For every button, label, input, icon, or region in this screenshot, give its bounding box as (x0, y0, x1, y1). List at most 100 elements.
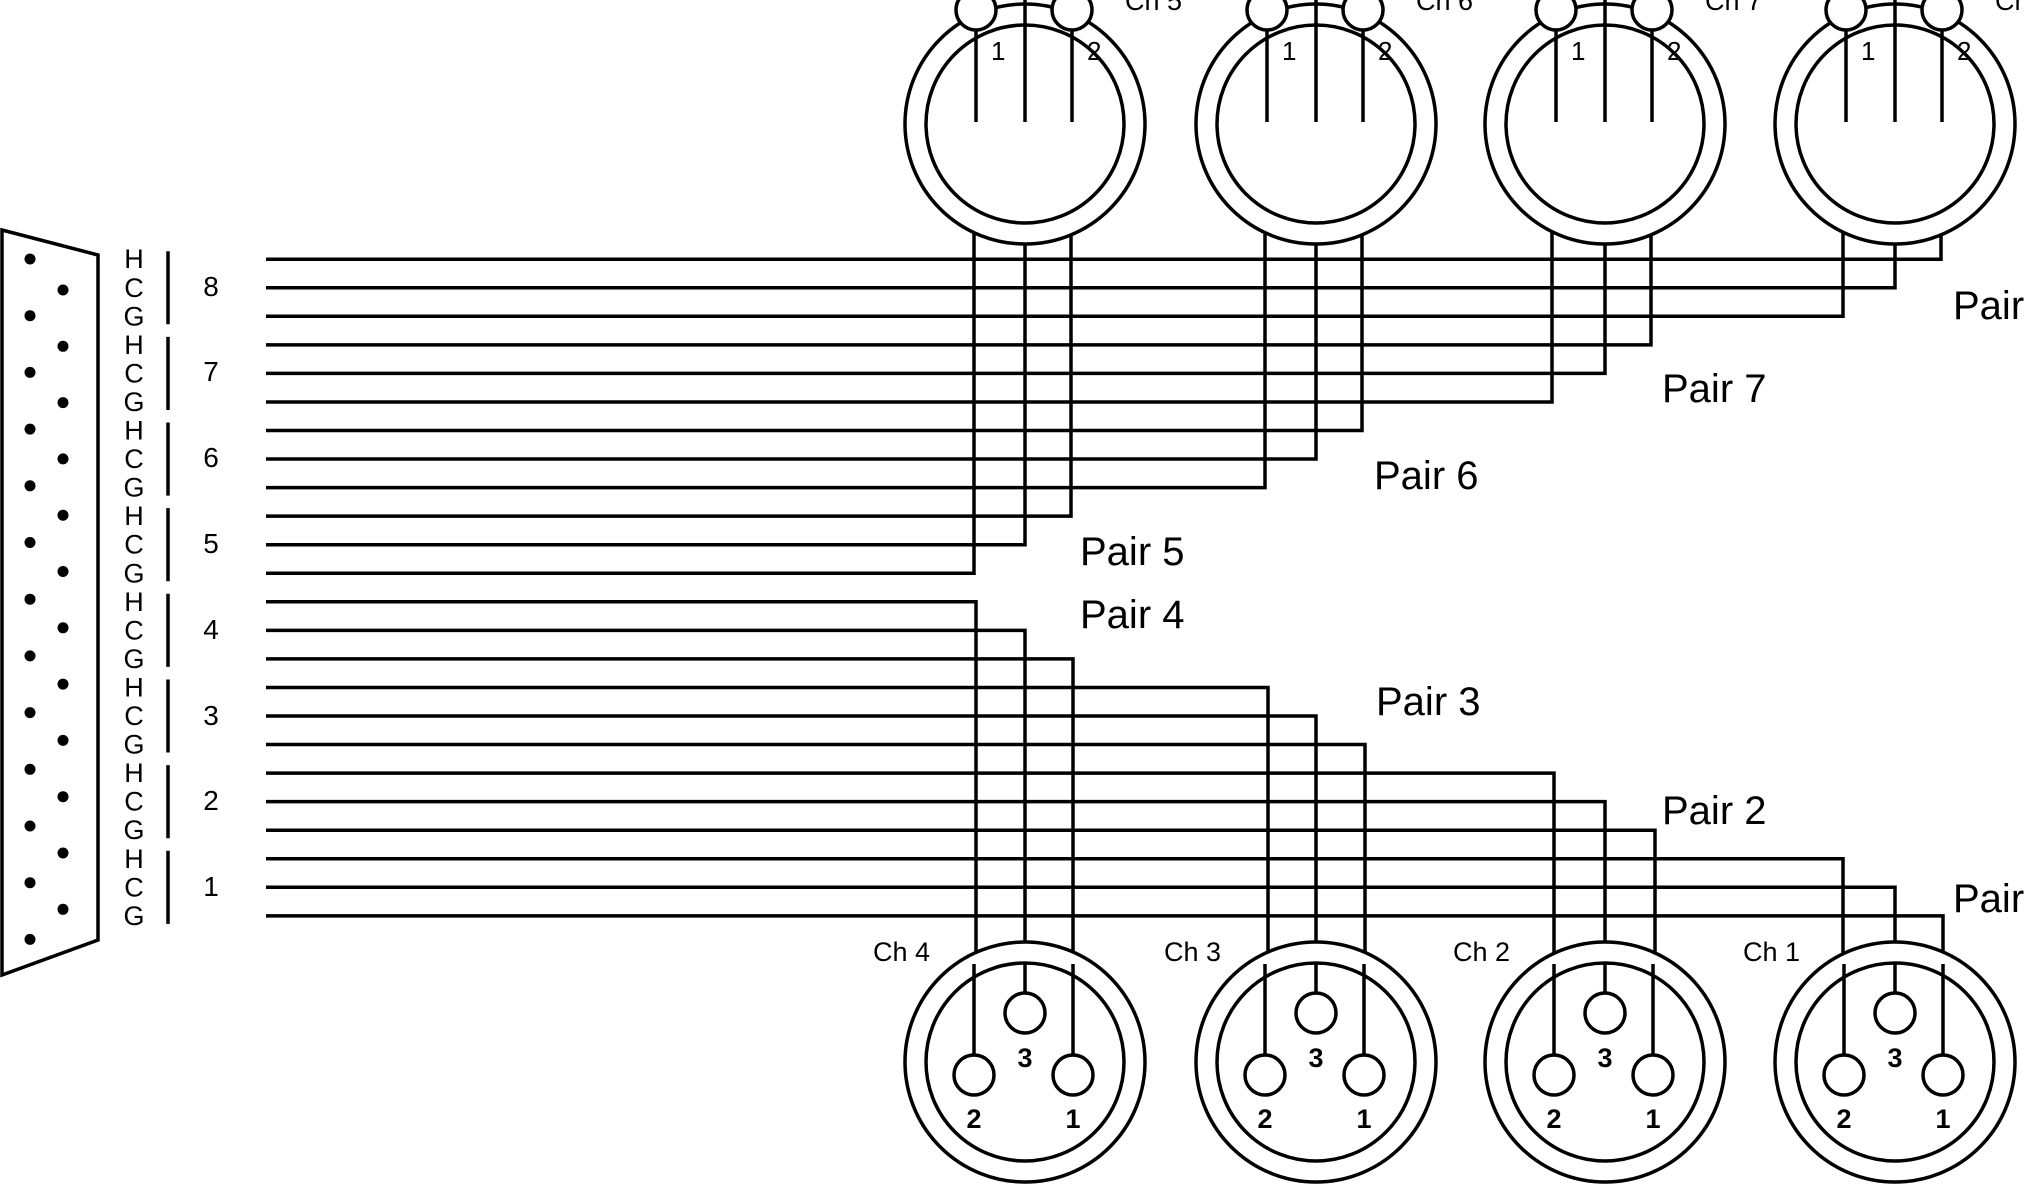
xlr-pin-2 (1341, 0, 1385, 32)
top-xlr-connector: 1 2 3 Ch 7 (1483, 0, 1762, 246)
hcg-letter: C (124, 530, 144, 560)
db25-pin (57, 566, 69, 577)
top-xlr-connector: 123Ch 6 (1194, 0, 1473, 246)
hcg-letter: G (123, 815, 144, 845)
pin-number: 2 (1087, 36, 1101, 66)
channel-label: Ch 8 (1995, 0, 2025, 16)
pair-label-5: Pair 5 (1080, 530, 1185, 574)
db25-pin (24, 480, 36, 492)
pair-number-column: 8 7 6 5 4 3 2 1 (203, 271, 219, 902)
wire (266, 142, 976, 575)
pair-number-1: 1 (203, 871, 219, 902)
pair-label-2: Pair 2 (1662, 789, 1767, 833)
hcg-letter: G (123, 730, 144, 760)
db25-pin (24, 537, 36, 548)
db25-pin (57, 453, 69, 465)
pin-number: 3 (1033, 0, 1047, 4)
pin-number: 2 (1546, 1104, 1561, 1134)
channel-label: Ch 3 (1164, 937, 1221, 967)
db25-pin (57, 622, 69, 634)
wire (266, 142, 1318, 461)
pin-number: 3 (1324, 0, 1338, 4)
top-xlr-connectors: 123Ch 5123Ch 6123Ch 7123Ch 8 (903, 0, 2025, 246)
pin-number: 1 (1645, 1104, 1660, 1134)
hcg-letter: C (124, 358, 144, 388)
db25-pin (57, 284, 69, 296)
channel-label: Ch 7 (1705, 0, 1762, 16)
xlr-pin-1 (1631, 1053, 1675, 1097)
hcg-letter: G (123, 301, 144, 331)
pair-number-2: 2 (203, 785, 219, 816)
pin-number: 3 (1017, 1043, 1032, 1073)
xlr-pin-3 (1003, 991, 1047, 1035)
channel-label: Ch 6 (1416, 0, 1473, 16)
hcg-letter: G (123, 901, 144, 931)
pin-number: 1 (1282, 36, 1296, 66)
pin-number: 1 (1571, 36, 1585, 66)
db25-pin (24, 310, 36, 322)
pair-label-3: Pair 3 (1376, 680, 1481, 724)
wire (266, 142, 1027, 547)
hcg-letter: H (124, 501, 144, 531)
hcg-letter: H (124, 587, 144, 617)
pin-number: 2 (1957, 36, 1971, 66)
xlr-pin-2 (1920, 0, 1964, 32)
pin-number: 2 (966, 1104, 981, 1134)
top-xlr-connector: 1 2 3 Ch 8 (1773, 0, 2025, 246)
hcg-letter: C (124, 787, 144, 817)
pair-label-group: Pair 8 Pair 7 Pair 6 Pair 5 Pair 4 Pair … (1080, 284, 2025, 921)
hcg-letter: C (124, 701, 144, 731)
db25-pin (57, 734, 69, 746)
hcg-letter: H (124, 244, 144, 274)
hcg-letter: C (124, 273, 144, 303)
hcg-letter: G (123, 387, 144, 417)
xlr-pin-1 (1051, 1053, 1095, 1097)
hcg-letter: G (123, 558, 144, 588)
pin-number: 1 (991, 36, 1005, 66)
wire (266, 142, 1073, 518)
pair-label-6: Pair 6 (1374, 454, 1479, 498)
wire (266, 714, 1318, 1160)
db25-pin (24, 366, 36, 378)
hcg-letter: H (124, 416, 144, 446)
pair-label-4: Pair 4 (1080, 593, 1185, 637)
pin-number: 3 (1597, 1043, 1612, 1073)
db25-pin (24, 877, 36, 889)
top-xlr-connector: 1 2 3 Ch 5 (903, 0, 1182, 246)
pin-number: 3 (1308, 1043, 1323, 1073)
pair-label-7: Pair 7 (1662, 367, 1767, 411)
pin-number: 2 (1667, 36, 1681, 66)
hcg-letter: G (123, 473, 144, 503)
db25-pin (57, 903, 69, 915)
xlr-pin-2 (1050, 0, 1094, 32)
pin-number: 1 (1935, 1104, 1950, 1134)
db25-pin (57, 847, 69, 859)
pin-number: 3 (1903, 0, 1917, 4)
xlr-pin-1 (954, 0, 998, 32)
channel-label: Ch 5 (1125, 0, 1182, 16)
wire (266, 142, 1267, 490)
xlr-pin-3 (1873, 991, 1917, 1035)
xlr-pin-3 (1583, 991, 1627, 1035)
pin-number: 1 (1356, 1104, 1371, 1134)
bottom-xlr-connector: 2 1 3 Ch 3 (1164, 937, 1438, 1184)
xlr-pin-2 (1630, 0, 1674, 32)
pin-number: 2 (1257, 1104, 1272, 1134)
channel-label: Ch 4 (873, 937, 930, 967)
pair-number-4: 4 (203, 614, 219, 645)
xlr-pin-1 (1342, 1053, 1386, 1097)
xlr-pin-1 (1921, 1053, 1965, 1097)
pin-number: 2 (1836, 1104, 1851, 1134)
xlr-pin-1 (1534, 0, 1578, 32)
db25-pin (24, 707, 36, 719)
pin-number: 3 (1613, 0, 1627, 4)
pair-number-5: 5 (203, 528, 219, 559)
db25-pin (57, 791, 69, 803)
xlr-pin-3 (1294, 991, 1338, 1035)
hcg-letter: H (124, 844, 144, 874)
pin-number: 1 (1861, 36, 1875, 66)
